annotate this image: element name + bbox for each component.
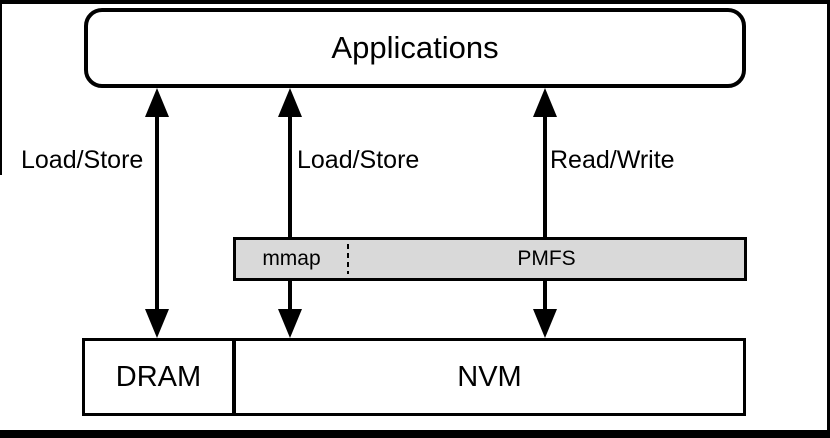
pmfs-label: PMFS (517, 247, 576, 270)
arrow-label-load-store-dram: Load/Store (21, 146, 144, 174)
dram-box: DRAM (82, 338, 235, 416)
frame-right-edge (827, 0, 830, 438)
frame-left-edge (0, 0, 2, 175)
pmfs-section: PMFS (349, 240, 744, 278)
middleware-box: mmap PMFS (233, 237, 747, 281)
dram-label: DRAM (115, 360, 202, 393)
double-arrow-apps-dram (145, 88, 169, 338)
double-arrow-apps-pmfs-nvm (533, 88, 557, 338)
mmap-pmfs-dashed-divider (347, 244, 349, 274)
mmap-label: mmap (262, 247, 321, 270)
nvm-box: NVM (233, 338, 746, 416)
double-arrow-apps-mmap-nvm (278, 88, 302, 338)
frame-top-edge (0, 0, 830, 4)
mmap-section: mmap (236, 240, 347, 278)
applications-box: Applications (84, 8, 746, 88)
arrow-label-read-write-pmfs: Read/Write (550, 146, 675, 174)
applications-label: Applications (331, 30, 499, 65)
arrow-label-load-store-mmap: Load/Store (297, 146, 420, 174)
frame-bottom-edge (0, 430, 830, 438)
nvm-label: NVM (457, 360, 522, 393)
